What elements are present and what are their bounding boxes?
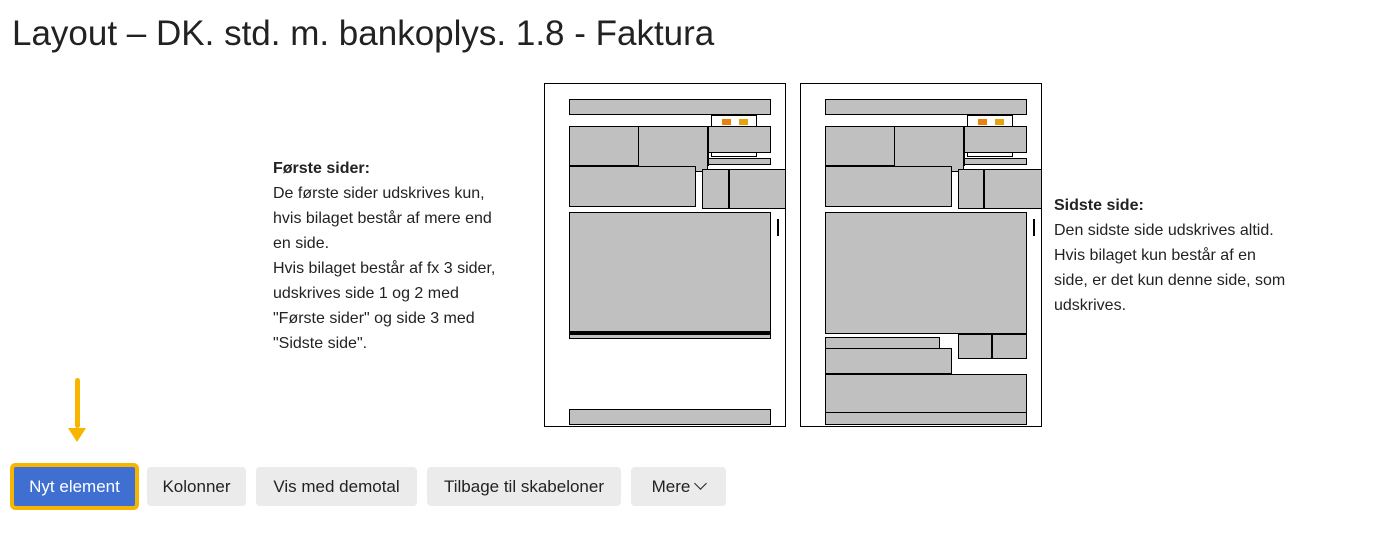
text-line: "Første sider" og side 3 med: [273, 310, 475, 327]
total-value-block[interactable]: [992, 334, 1027, 359]
lines-block[interactable]: [569, 212, 771, 334]
footer-block[interactable]: [825, 412, 1027, 425]
text-line: De første sider udskrives kun,: [273, 185, 485, 202]
page-title: Layout – DK. std. m. bankoplys. 1.8 - Fa…: [12, 14, 715, 53]
text-line: Den sidste side udskrives altid.: [1054, 222, 1274, 239]
text-line: "Sidste side".: [273, 335, 368, 352]
columns-button[interactable]: Kolonner: [147, 467, 246, 506]
invoice-label-block[interactable]: [958, 169, 984, 209]
header-block[interactable]: [569, 99, 771, 115]
new-element-button[interactable]: Nyt element: [14, 467, 135, 506]
cursor-marker: [1033, 219, 1035, 236]
text-line: hvis bilaget består af mere end: [273, 210, 492, 227]
payment-block[interactable]: [825, 374, 1027, 413]
text-line: Hvis bilaget består af fx 3 sider,: [273, 260, 496, 277]
footer-block[interactable]: [569, 409, 771, 425]
text-line: en side.: [273, 235, 330, 252]
invoice-label-block[interactable]: [702, 169, 729, 209]
text-line: udskrives side 1 og 2 med: [273, 285, 459, 302]
invoice-value-block[interactable]: [729, 169, 786, 209]
last-page-preview[interactable]: [800, 83, 1042, 427]
chevron-down-icon: [694, 477, 708, 490]
bar-block[interactable]: [708, 158, 771, 165]
header-block[interactable]: [825, 99, 1027, 115]
last-page-description: Sidste side: Den sidste side udskrives a…: [1054, 193, 1285, 318]
text-line: udskrives.: [1054, 297, 1127, 314]
last-page-heading: Sidste side:: [1054, 197, 1144, 214]
text-line: side, er det kun denne side, som: [1054, 272, 1286, 289]
first-pages-description: Første sider: De første sider udskrives …: [273, 156, 495, 356]
text-line: Hvis bilaget kun består af en: [1054, 247, 1256, 264]
lines-block[interactable]: [825, 212, 1027, 334]
more-label: Mere: [651, 476, 691, 496]
info-block[interactable]: [708, 126, 771, 153]
bar-block[interactable]: [964, 158, 1027, 165]
arrowhead-icon: [68, 428, 86, 442]
highlight-arrow-icon: [75, 378, 80, 428]
address-block[interactable]: [569, 166, 696, 207]
show-demo-button[interactable]: Vis med demotal: [256, 467, 417, 506]
back-to-templates-button[interactable]: Tilbage til skabeloner: [427, 467, 621, 506]
first-pages-heading: Første sider:: [273, 160, 370, 177]
cursor-marker: [777, 219, 779, 236]
total-label-block[interactable]: [958, 334, 992, 359]
invoice-value-block[interactable]: [984, 169, 1042, 209]
info-block[interactable]: [964, 126, 1027, 153]
more-button[interactable]: Mere: [631, 467, 726, 506]
address-block[interactable]: [825, 166, 952, 207]
text-block[interactable]: [825, 348, 952, 374]
first-pages-preview[interactable]: [544, 83, 786, 427]
subtotal-strip[interactable]: [569, 334, 771, 339]
